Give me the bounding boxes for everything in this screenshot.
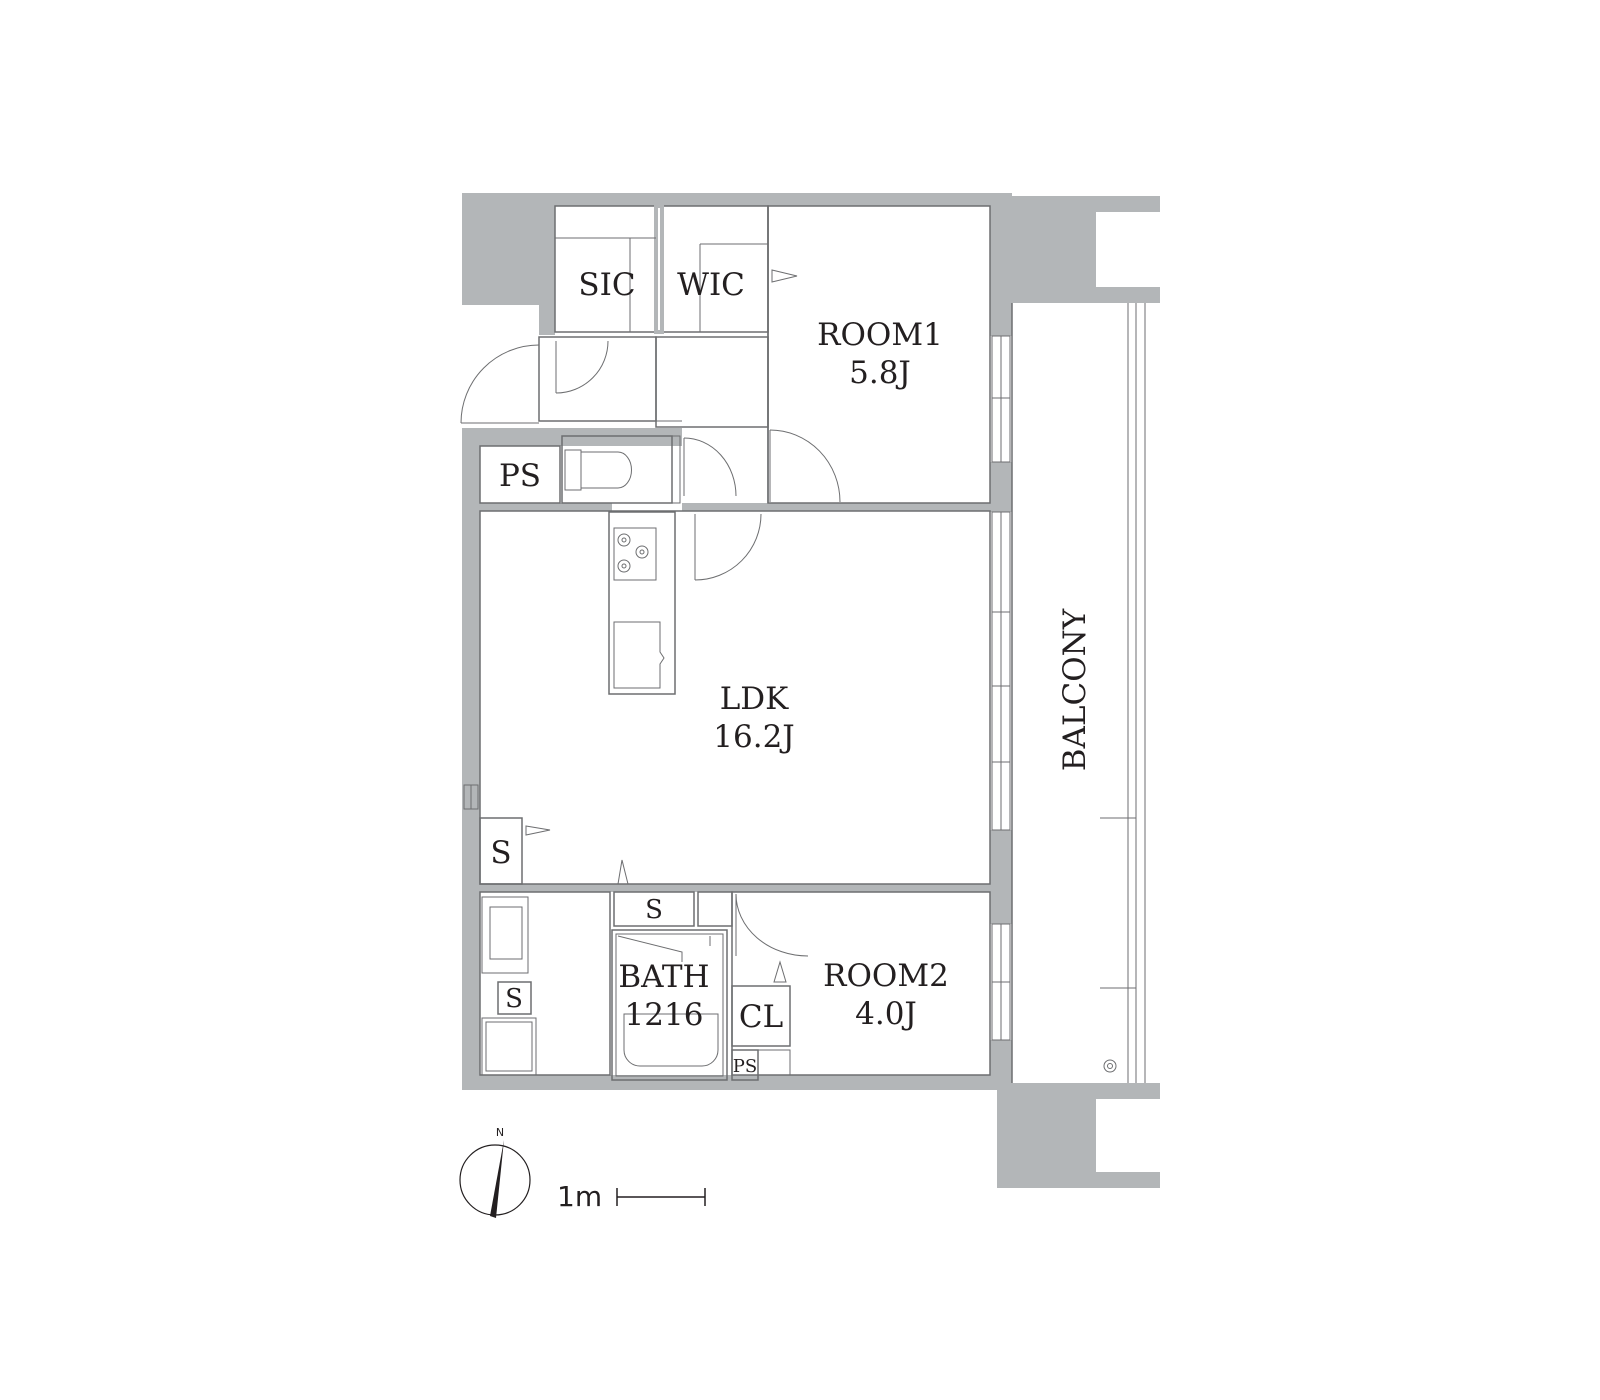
room1-name: ROOM1 (817, 317, 943, 353)
room1: ROOM1 5.8J (767, 205, 991, 504)
scale-bar: 1m (557, 1180, 706, 1213)
wic-label: WIC (677, 267, 745, 303)
bath-size: 1216 (625, 997, 704, 1033)
s-laundry-label: S (505, 984, 523, 1014)
north-compass: N (459, 1126, 531, 1218)
bath: S BATH 1216 (611, 891, 733, 1081)
ldk-size: 16.2J (713, 719, 794, 755)
s-hall-label: S (490, 835, 511, 871)
toilet-area: PS (479, 435, 737, 504)
bath-name: BATH (618, 959, 709, 995)
north-label: N (496, 1126, 504, 1139)
ldk: LDK 16.2J S (479, 510, 991, 885)
sic-label: SIC (578, 267, 635, 303)
storage-closets: SIC WIC (554, 204, 798, 334)
north-arrow-icon (490, 1140, 504, 1218)
stove-burners (617, 533, 649, 573)
ps-label: PS (499, 458, 541, 494)
ps-small-label: PS (733, 1056, 757, 1077)
windows (463, 335, 1011, 1041)
s-bath-label: S (645, 895, 663, 925)
balcony-label: BALCONY (1057, 608, 1093, 771)
cl-label: CL (739, 999, 783, 1035)
scale-label: 1m (557, 1180, 602, 1213)
room2: CL PS ROOM2 4.0J (731, 891, 991, 1081)
exterior-walls (462, 193, 1160, 1188)
room2-name: ROOM2 (823, 958, 949, 994)
ldk-name: LDK (720, 681, 789, 717)
washroom: S (479, 891, 611, 1076)
room1-size: 5.8J (849, 355, 911, 391)
room2-size: 4.0J (855, 996, 917, 1032)
balcony: BALCONY (1011, 303, 1146, 1083)
